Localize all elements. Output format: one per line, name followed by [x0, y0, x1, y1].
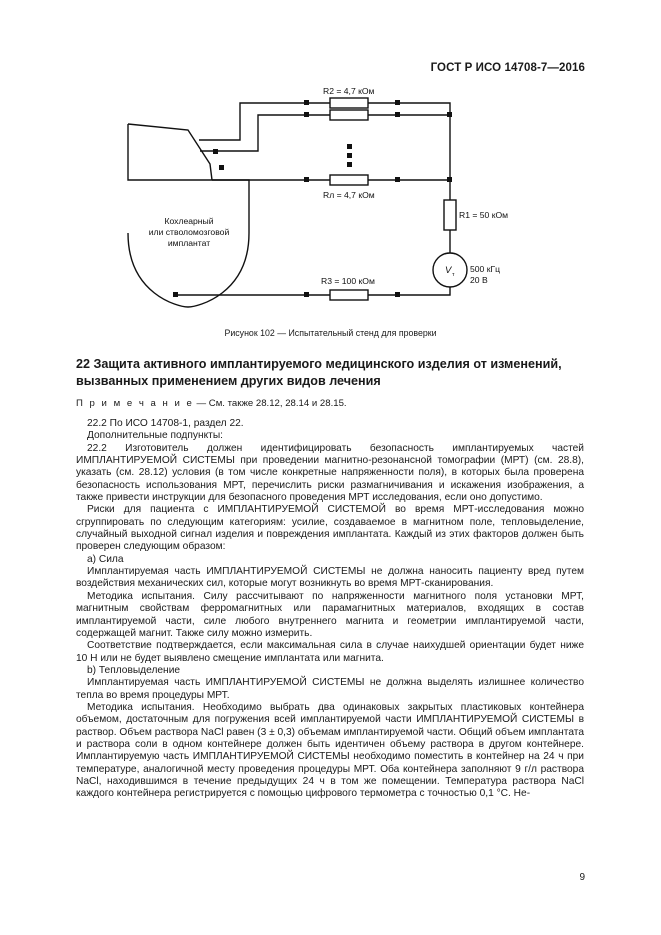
ellipsis-dot	[347, 162, 352, 167]
document-header: ГОСТ Р ИСО 14708-7—2016	[430, 62, 585, 74]
note: П р и м е ч а н и е — См. также 28.12, 2…	[76, 398, 347, 409]
terminal-dot	[395, 112, 400, 117]
terminal-dot	[447, 112, 452, 117]
paragraph: b) Тепловыделение	[87, 664, 181, 676]
wire-r2	[199, 102, 330, 141]
implant-connector-outline	[127, 123, 213, 181]
label-rl: Rл = 4,7 кОм	[323, 190, 375, 200]
terminal-dot	[304, 177, 309, 182]
label-volt: 20 В	[470, 275, 488, 285]
implant-label-3: имплантат	[168, 238, 210, 248]
paragraph: Методика испытания. Необходимо выбрать д…	[76, 701, 584, 800]
terminal-dot	[395, 292, 400, 297]
resistor-r3	[329, 289, 369, 301]
implant-outline	[127, 124, 250, 308]
paragraph: Риски для пациента с ИМПЛАНТИРУЕМОЙ СИСТ…	[76, 504, 584, 553]
wire-source-r3	[368, 286, 451, 296]
wire-rmid	[200, 114, 330, 152]
paragraph: 22.2 Изготовитель должен идентифицироват…	[76, 442, 584, 504]
terminal-dot	[304, 112, 309, 117]
paragraph: а) Сила	[87, 553, 124, 565]
figure-caption: Рисунок 102 — Испытательный стенд для пр…	[224, 328, 437, 338]
terminal-dot	[395, 100, 400, 105]
paragraph: 22.2 По ИСО 14708-1, раздел 22.	[87, 418, 244, 429]
resistor-r2	[329, 97, 369, 109]
terminal-dot	[213, 149, 218, 154]
terminal-dot	[173, 292, 178, 297]
terminal-dot	[447, 177, 452, 182]
note-label: П р и м е ч а н и е	[76, 398, 194, 409]
terminal-dot	[395, 177, 400, 182]
implant-label-1: Кохлеарный	[164, 216, 213, 226]
paragraph: Методика испытания. Силу рассчитывают по…	[76, 590, 584, 639]
terminal-dot	[219, 165, 224, 170]
ellipsis-dot	[347, 144, 352, 149]
voltage-source	[432, 252, 468, 288]
test-circuit-diagram: R2 = 4,7 кОм Rл = 4,7 кОм R1 = 50 кОм R3…	[127, 86, 508, 308]
section-number: 22	[76, 357, 91, 371]
label-r1: R1 = 50 кОм	[459, 210, 508, 220]
label-freq: 500 кГц	[470, 264, 500, 274]
paragraph: Имплантируемая часть ИМПЛАНТИРУЕМОЙ СИСТ…	[76, 566, 584, 590]
terminal-dot	[304, 100, 309, 105]
paragraph: Дополнительные подпункты:	[87, 430, 224, 442]
paragraph: Соответствие подтверждается, если максим…	[76, 640, 584, 664]
source-symbol: V	[445, 265, 453, 276]
source-subscript: т	[452, 272, 455, 278]
label-r2: R2 = 4,7 кОм	[323, 86, 375, 96]
implant-label-2: или стволомозговой	[149, 227, 230, 237]
section-heading: 22 Защита активного имплантируемого меди…	[76, 356, 586, 390]
label-r3: R3 = 100 кОм	[321, 276, 375, 286]
wire-r2-right	[368, 102, 451, 200]
terminal-dot	[304, 292, 309, 297]
body-text: 22.2 По ИСО 14708-1, раздел 22. Дополнит…	[76, 418, 584, 801]
section-title: Защита активного имплантируемого медицин…	[76, 357, 562, 388]
resistor-rmid	[329, 109, 369, 121]
paragraph: Имплантируемая часть ИМПЛАНТИРУЕМОЙ СИСТ…	[76, 677, 584, 701]
resistor-r1	[443, 199, 457, 231]
note-text: — См. также 28.12, 28.14 и 28.15.	[193, 398, 347, 409]
ellipsis-dot	[347, 153, 352, 158]
resistor-rl	[329, 174, 369, 186]
page-number: 9	[579, 872, 585, 883]
